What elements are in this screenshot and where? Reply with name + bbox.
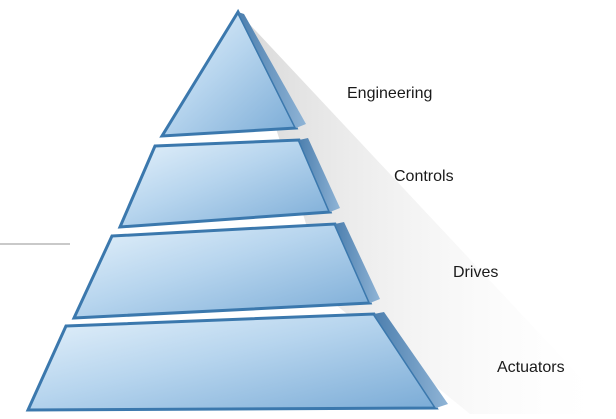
pyramid-tier-engineering-side <box>238 12 306 128</box>
pyramid-tier-drives-side <box>335 222 380 303</box>
label-controls: Controls <box>394 168 454 185</box>
pyramid-shadow <box>240 14 615 414</box>
pyramid-tier-drives <box>71 222 373 320</box>
label-drives: Drives <box>453 264 499 281</box>
pyramid-tier-controls-side <box>299 138 340 212</box>
pyramid-tier-actuators <box>25 312 439 412</box>
label-actuators: Actuators <box>497 359 565 376</box>
pyramid-tier-controls <box>117 138 333 229</box>
label-engineering: Engineering <box>347 85 433 102</box>
pyramid-tier-actuators-side <box>374 312 448 408</box>
